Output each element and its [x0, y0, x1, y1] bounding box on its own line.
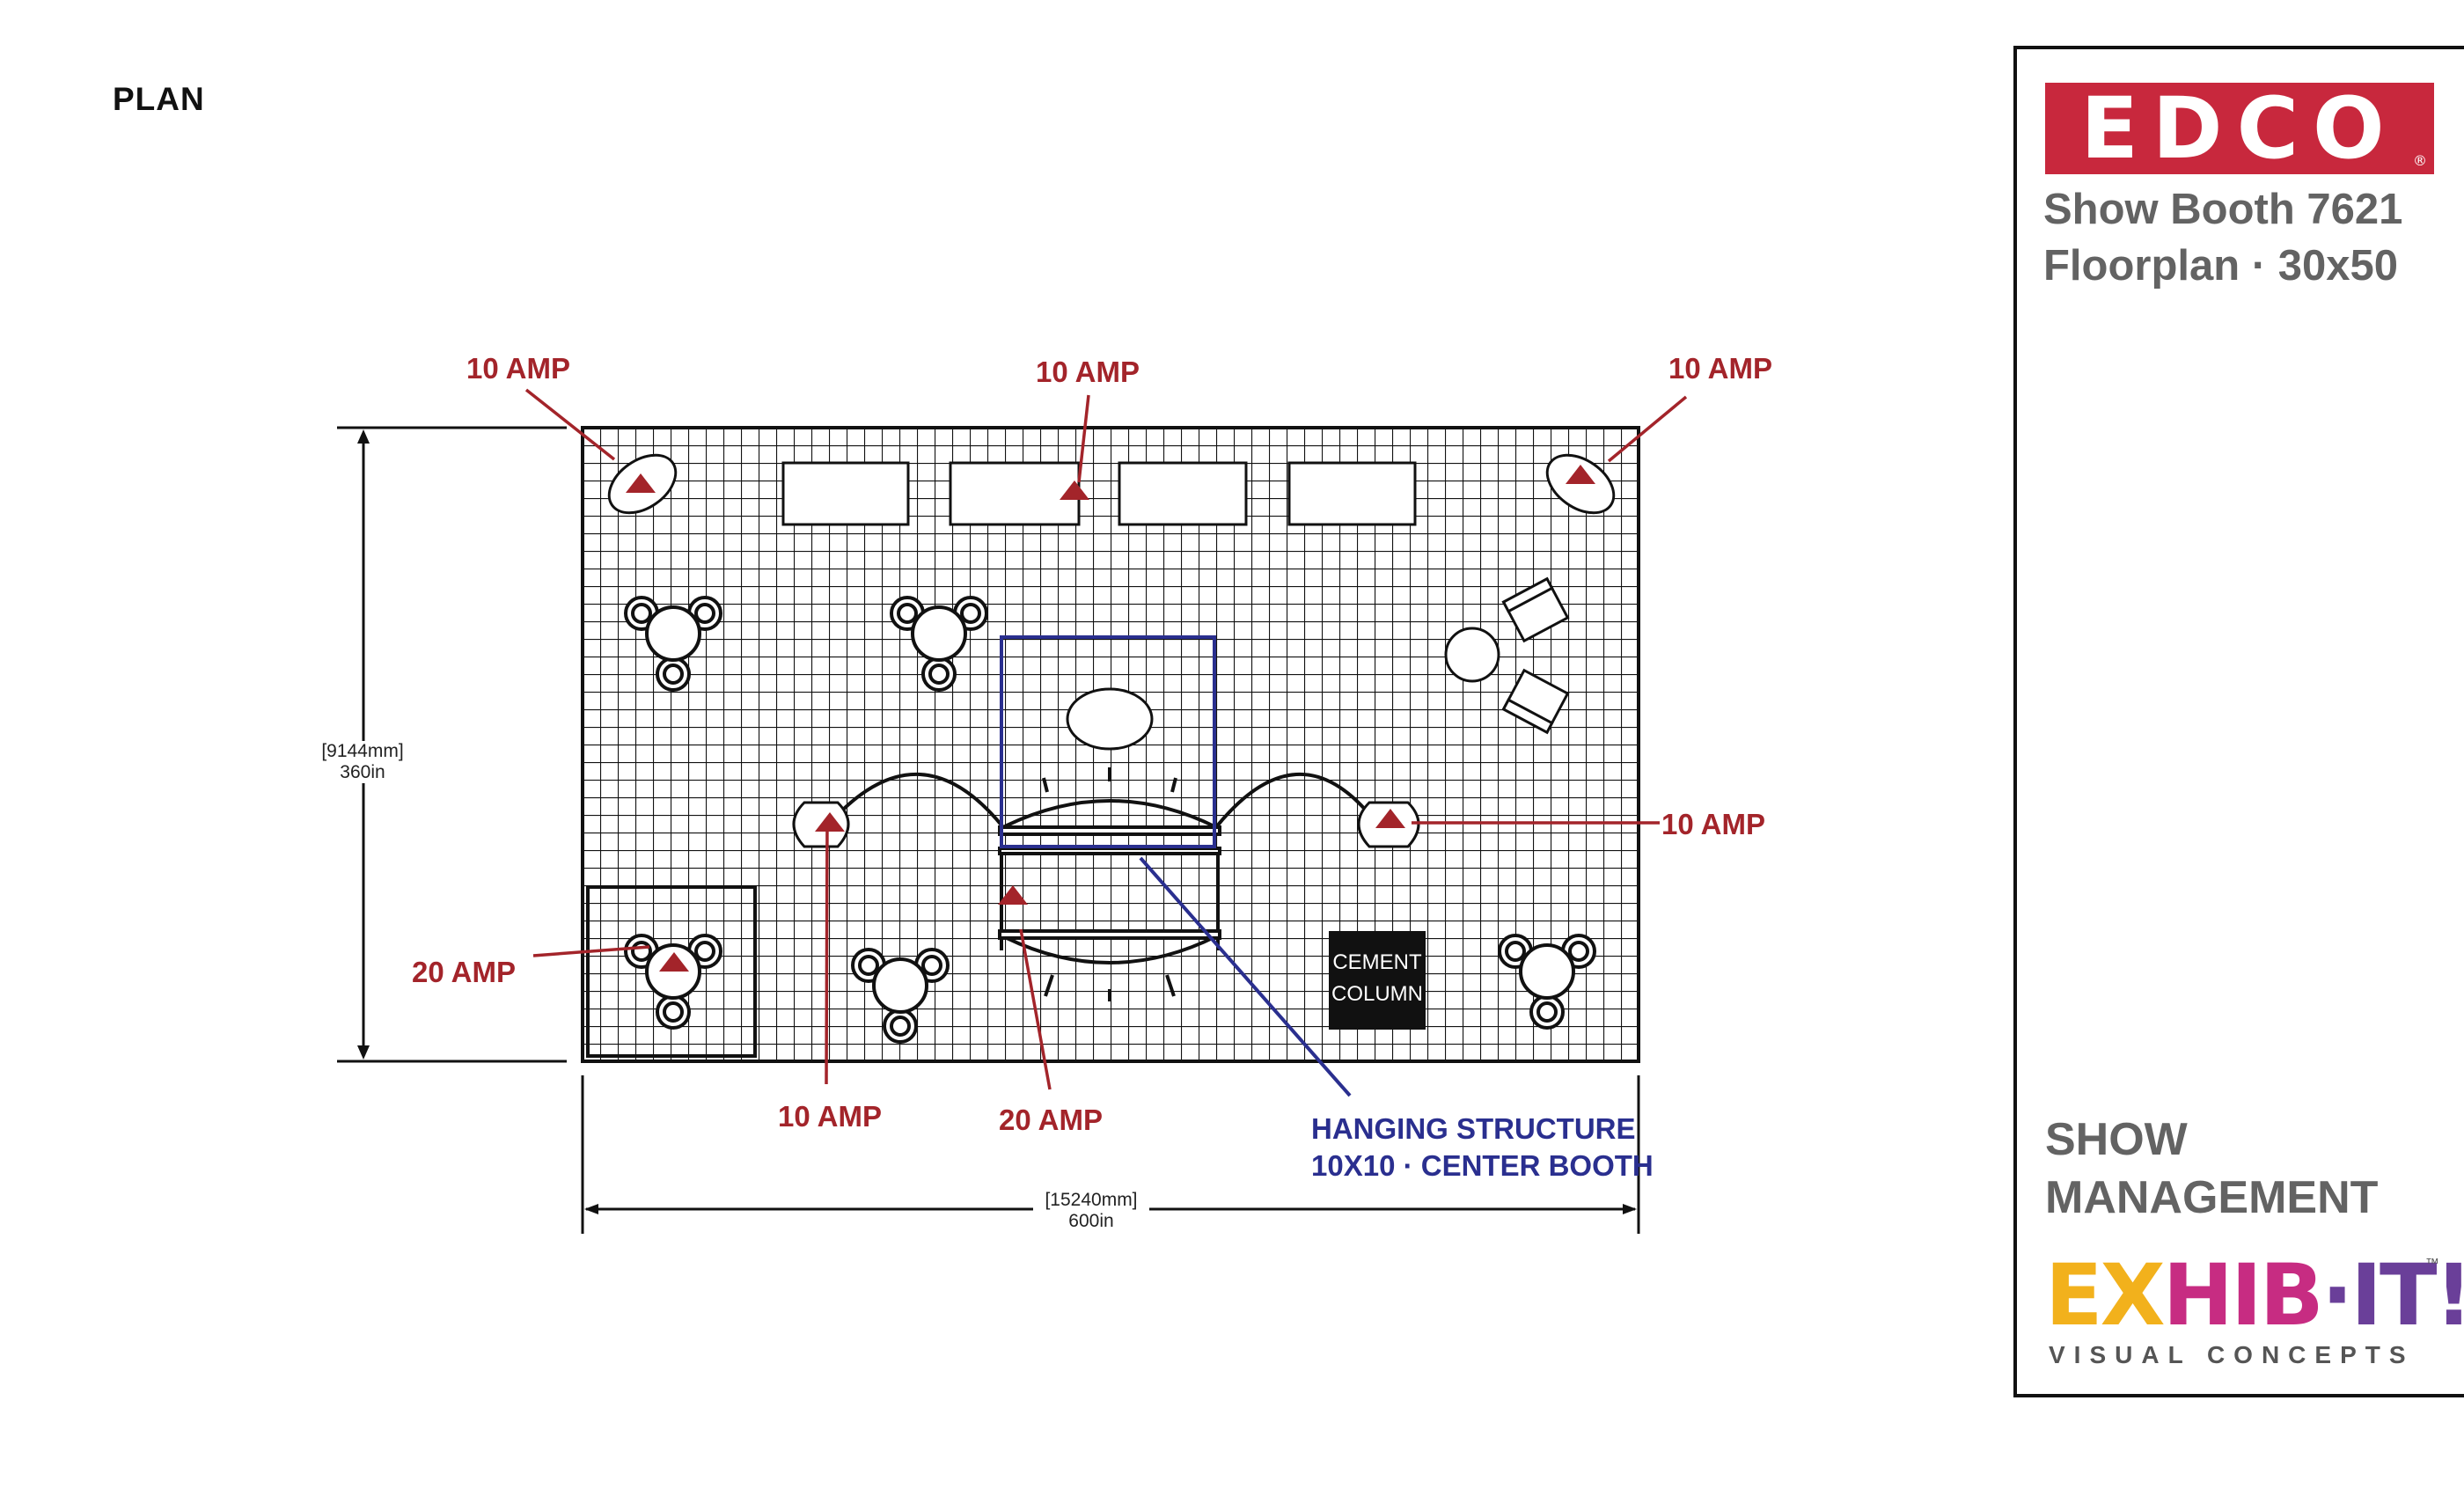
counter-4	[1287, 461, 1417, 526]
lounge-area	[1444, 576, 1570, 735]
exhibit-hib: HIB	[2162, 1246, 2324, 1345]
outlet-triangle-2	[1060, 480, 1089, 500]
curved-wall-right	[1214, 773, 1375, 829]
center-oval-table	[1066, 687, 1154, 751]
outlet-triangle-1	[626, 473, 656, 493]
exhibit-it-logo: EXHIB·IT! ™ VISUAL CONCEPTS	[2045, 1253, 2464, 1368]
cement-column	[1329, 931, 1426, 1030]
table-set-3	[624, 934, 722, 1030]
storage-square	[586, 885, 757, 1058]
width-dimension-label: [15240mm] 600in	[1033, 1190, 1149, 1233]
counter-row	[781, 461, 1417, 526]
counter-1	[781, 461, 910, 526]
hanging-structure-leader	[1139, 856, 1352, 1097]
show-management-heading: SHOW MANAGEMENT	[2045, 1111, 2378, 1227]
power-label-top-center: 10 AMP	[1036, 356, 1140, 388]
power-label-bottom-left: 10 AMP	[778, 1100, 882, 1133]
exhibit-ex: EX	[2045, 1246, 2166, 1345]
power-label-bottom-center: 20 AMP	[999, 1104, 1103, 1136]
power-label-right-mid: 10 AMP	[1661, 808, 1765, 840]
booth-floorplan-size: Floorplan · 30x50	[2043, 242, 2399, 290]
hanging-structure-label: HANGING STRUCTURE 10X10 · CENTER BOOTH	[1311, 1111, 1654, 1184]
cement-column-label: CEMENT COLUMN	[1329, 947, 1426, 1010]
show-management-line2: MANAGEMENT	[2045, 1172, 2379, 1223]
table-set-5	[1498, 934, 1596, 1030]
exhibit-trademark: ™	[2425, 1257, 2439, 1272]
cement-column-line1: CEMENT	[1332, 950, 1422, 974]
width-in: 600in	[1068, 1211, 1114, 1232]
power-leaders	[524, 388, 1688, 1090]
outlet-triangle-4	[815, 812, 845, 832]
show-management-line1: SHOW	[2045, 1114, 2188, 1165]
booth-number: Show Booth 7621	[2043, 186, 2403, 233]
exhibit-bang: !	[2435, 1246, 2464, 1345]
curved-wall-left	[832, 772, 1005, 829]
edco-registered-mark: ®	[2413, 152, 2427, 169]
plan-title: PLAN	[113, 81, 205, 117]
outlet-triangle-3	[1566, 465, 1595, 484]
height-in: 360in	[340, 762, 385, 783]
hanging-structure-outline	[1000, 635, 1216, 848]
outlet-triangle-7	[659, 952, 689, 972]
power-markers	[626, 465, 1595, 972]
exhibit-it-wordmark: EXHIB·IT!	[2045, 1253, 2464, 1338]
exhibit-it: IT	[2350, 1246, 2437, 1345]
cement-column-line2: COLUMN	[1331, 982, 1423, 1006]
booth-title: Show Booth 7621 Floorplan · 30x50	[2043, 181, 2402, 294]
height-dimension-label: [9144mm] 360in	[313, 741, 412, 784]
height-mm: [9144mm]	[321, 741, 404, 761]
side-table	[1444, 627, 1500, 683]
hanging-structure-line1: HANGING STRUCTURE	[1311, 1112, 1636, 1145]
exhibit-dot: ·	[2321, 1246, 2354, 1345]
power-label-left-20: 20 AMP	[412, 956, 516, 988]
outlet-triangle-5	[1375, 809, 1405, 828]
counter-2	[949, 461, 1081, 526]
edco-logo-text: EDCO	[2080, 79, 2399, 178]
exhibit-tagline: VISUAL CONCEPTS	[2049, 1341, 2415, 1368]
power-label-top-left: 10 AMP	[466, 352, 570, 385]
outlet-triangle-6	[998, 885, 1028, 905]
table-set-2	[890, 596, 988, 692]
edco-logo: EDCO ®	[2045, 79, 2434, 178]
width-mm: [15240mm]	[1045, 1190, 1138, 1210]
table-set-4	[851, 948, 950, 1044]
title-block: EDCO ® Show Booth 7621 Floorplan · 30x50…	[2013, 46, 2464, 1397]
table-set-1	[624, 596, 722, 692]
counter-3	[1118, 461, 1248, 526]
hanging-structure-line2: 10X10 · CENTER BOOTH	[1311, 1149, 1654, 1183]
power-label-top-right: 10 AMP	[1668, 352, 1772, 385]
